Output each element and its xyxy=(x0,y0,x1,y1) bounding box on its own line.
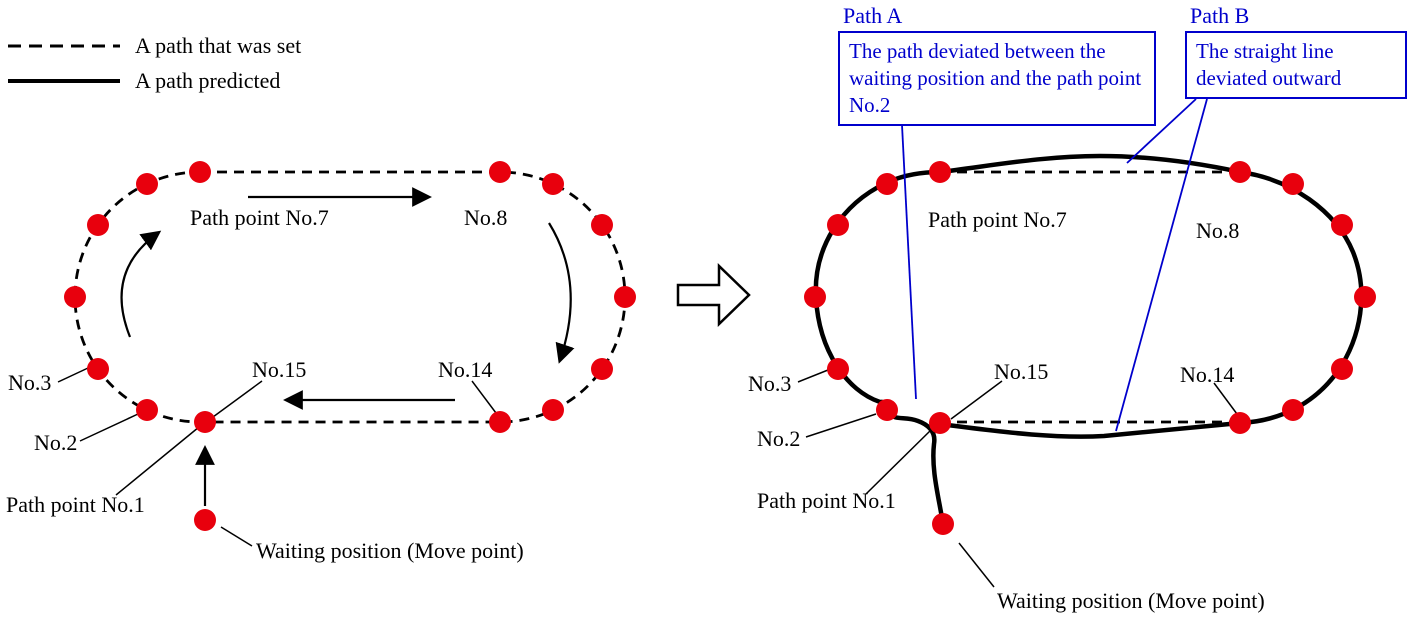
path-b-pointer-line-bottom xyxy=(1115,98,1208,432)
right-label-no2: No.2 xyxy=(757,426,801,451)
right-waiting-connector-line xyxy=(958,542,995,588)
left-label-path-point-no1: Path point No.1 xyxy=(6,492,145,517)
waiting-position-dot xyxy=(194,509,216,531)
left-label-waiting-position: Waiting position (Move point) xyxy=(256,538,524,563)
right-label-no15: No.15 xyxy=(994,359,1049,384)
left-waiting-connector-line xyxy=(220,526,253,547)
path-a-pointer-line xyxy=(901,124,917,400)
path-point-dot-no8 xyxy=(1229,161,1251,183)
path-point-dot xyxy=(87,214,109,236)
path-point-dot xyxy=(591,214,613,236)
path-b-annotation-box: The straight line deviated outward xyxy=(1185,31,1407,99)
legend-predicted-path-label: A path predicted xyxy=(135,68,281,93)
path-b-pointer-line-top xyxy=(1126,98,1197,164)
path-point-dot xyxy=(542,399,564,421)
right-no3-connector-line xyxy=(797,369,829,383)
path-point-dot xyxy=(614,286,636,308)
left-no1-connector-line xyxy=(115,426,200,496)
right-label-no8: No.8 xyxy=(1196,218,1240,243)
path-point-dot xyxy=(1282,173,1304,195)
path-point-dot xyxy=(827,214,849,236)
right-curved-direction-arrow xyxy=(548,222,575,364)
right-label-no14: No.14 xyxy=(1180,362,1235,387)
path-point-dot xyxy=(876,173,898,195)
left-label-no15: No.15 xyxy=(252,357,307,382)
path-point-dot xyxy=(64,286,86,308)
left-curved-direction-arrow xyxy=(120,230,162,338)
right-no2-connector-line xyxy=(805,413,877,438)
right-no1-connector-line xyxy=(865,428,933,495)
left-no3-connector-line xyxy=(57,367,89,383)
right-path-dots xyxy=(804,161,1376,535)
right-label-path-point-no1: Path point No.1 xyxy=(757,488,896,513)
left-label-no8: No.8 xyxy=(464,205,508,230)
left-no14-connector-line xyxy=(471,380,497,414)
path-point-dot-no7 xyxy=(189,161,211,183)
path-a-annotation-box: The path deviated between the waiting po… xyxy=(838,31,1156,126)
path-point-dot-no2 xyxy=(136,399,158,421)
path-point-dot xyxy=(1354,286,1376,308)
right-label-no3: No.3 xyxy=(748,371,792,396)
right-predicted-path xyxy=(813,153,1364,527)
left-set-path-outline xyxy=(73,170,627,424)
legend-set-path-label: A path that was set xyxy=(135,33,302,58)
path-b-title: Path B xyxy=(1190,3,1250,28)
path-point-dot-no7 xyxy=(929,161,951,183)
left-no2-connector-line xyxy=(79,413,139,442)
left-label-no2: No.2 xyxy=(34,430,78,455)
path-point-dot xyxy=(804,286,826,308)
right-no15-connector-line xyxy=(950,380,1003,420)
path-a-title: Path A xyxy=(843,3,903,28)
path-point-dot-no3 xyxy=(87,358,109,380)
path-point-dot-no14 xyxy=(1229,412,1251,434)
right-no14-connector-line xyxy=(1213,382,1238,415)
left-path-dots xyxy=(64,161,636,531)
transform-arrow-icon xyxy=(676,263,751,327)
path-point-dot-no8 xyxy=(489,161,511,183)
path-point-dot xyxy=(542,173,564,195)
path-point-dot-no2 xyxy=(876,399,898,421)
path-point-dot xyxy=(1282,399,1304,421)
path-point-dot xyxy=(136,173,158,195)
right-label-waiting-position: Waiting position (Move point) xyxy=(997,588,1265,613)
waiting-position-dot xyxy=(932,513,954,535)
left-label-no3: No.3 xyxy=(8,370,52,395)
path-point-dot-no14 xyxy=(489,411,511,433)
left-label-path-point-no7: Path point No.7 xyxy=(190,205,329,230)
path-point-dot xyxy=(591,358,613,380)
right-label-path-point-no7: Path point No.7 xyxy=(928,207,1067,232)
left-no15-connector-line xyxy=(212,380,263,418)
path-point-dot xyxy=(1331,214,1353,236)
path-point-dot-no3 xyxy=(827,358,849,380)
left-label-no14: No.14 xyxy=(438,357,493,382)
path-point-dot-no1 xyxy=(929,412,951,434)
path-point-dot-no1 xyxy=(194,411,216,433)
path-point-dot xyxy=(1331,358,1353,380)
